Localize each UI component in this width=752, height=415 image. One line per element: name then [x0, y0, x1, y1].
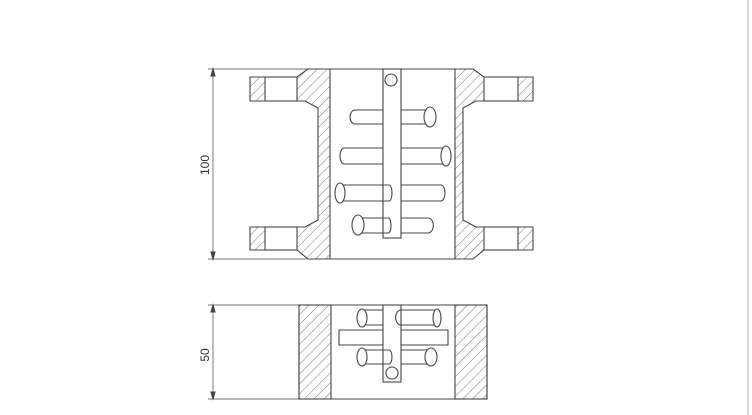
bottom-view-section	[208, 302, 488, 402]
dimension-label-50: 50	[198, 348, 212, 362]
dimension-label-100: 100	[198, 155, 212, 175]
center-shaft	[382, 68, 402, 239]
top-view-section	[208, 66, 534, 262]
